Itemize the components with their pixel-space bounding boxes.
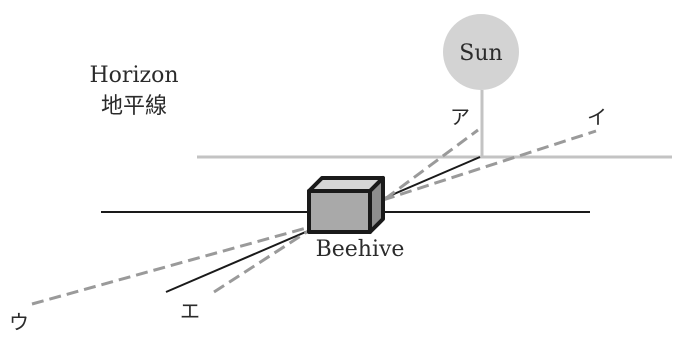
dashed-line-e — [213, 228, 311, 294]
label-e: エ — [180, 299, 200, 323]
beehive-box — [307, 176, 385, 234]
dashed-line-u — [31, 225, 311, 306]
label-i: イ — [587, 105, 607, 129]
sun-circle — [443, 14, 519, 90]
label-a: ア — [450, 105, 470, 129]
horizon-label: Horizon — [90, 63, 179, 88]
sun-label: Sun — [459, 41, 502, 66]
dashed-line-i — [382, 129, 597, 202]
beehive-label: Beehive — [316, 237, 405, 262]
dashed-line-a — [384, 128, 479, 201]
label-u: ウ — [9, 310, 29, 334]
horizon-jp-label: 地平線 — [101, 94, 167, 119]
beehive-front-face — [307, 189, 372, 234]
